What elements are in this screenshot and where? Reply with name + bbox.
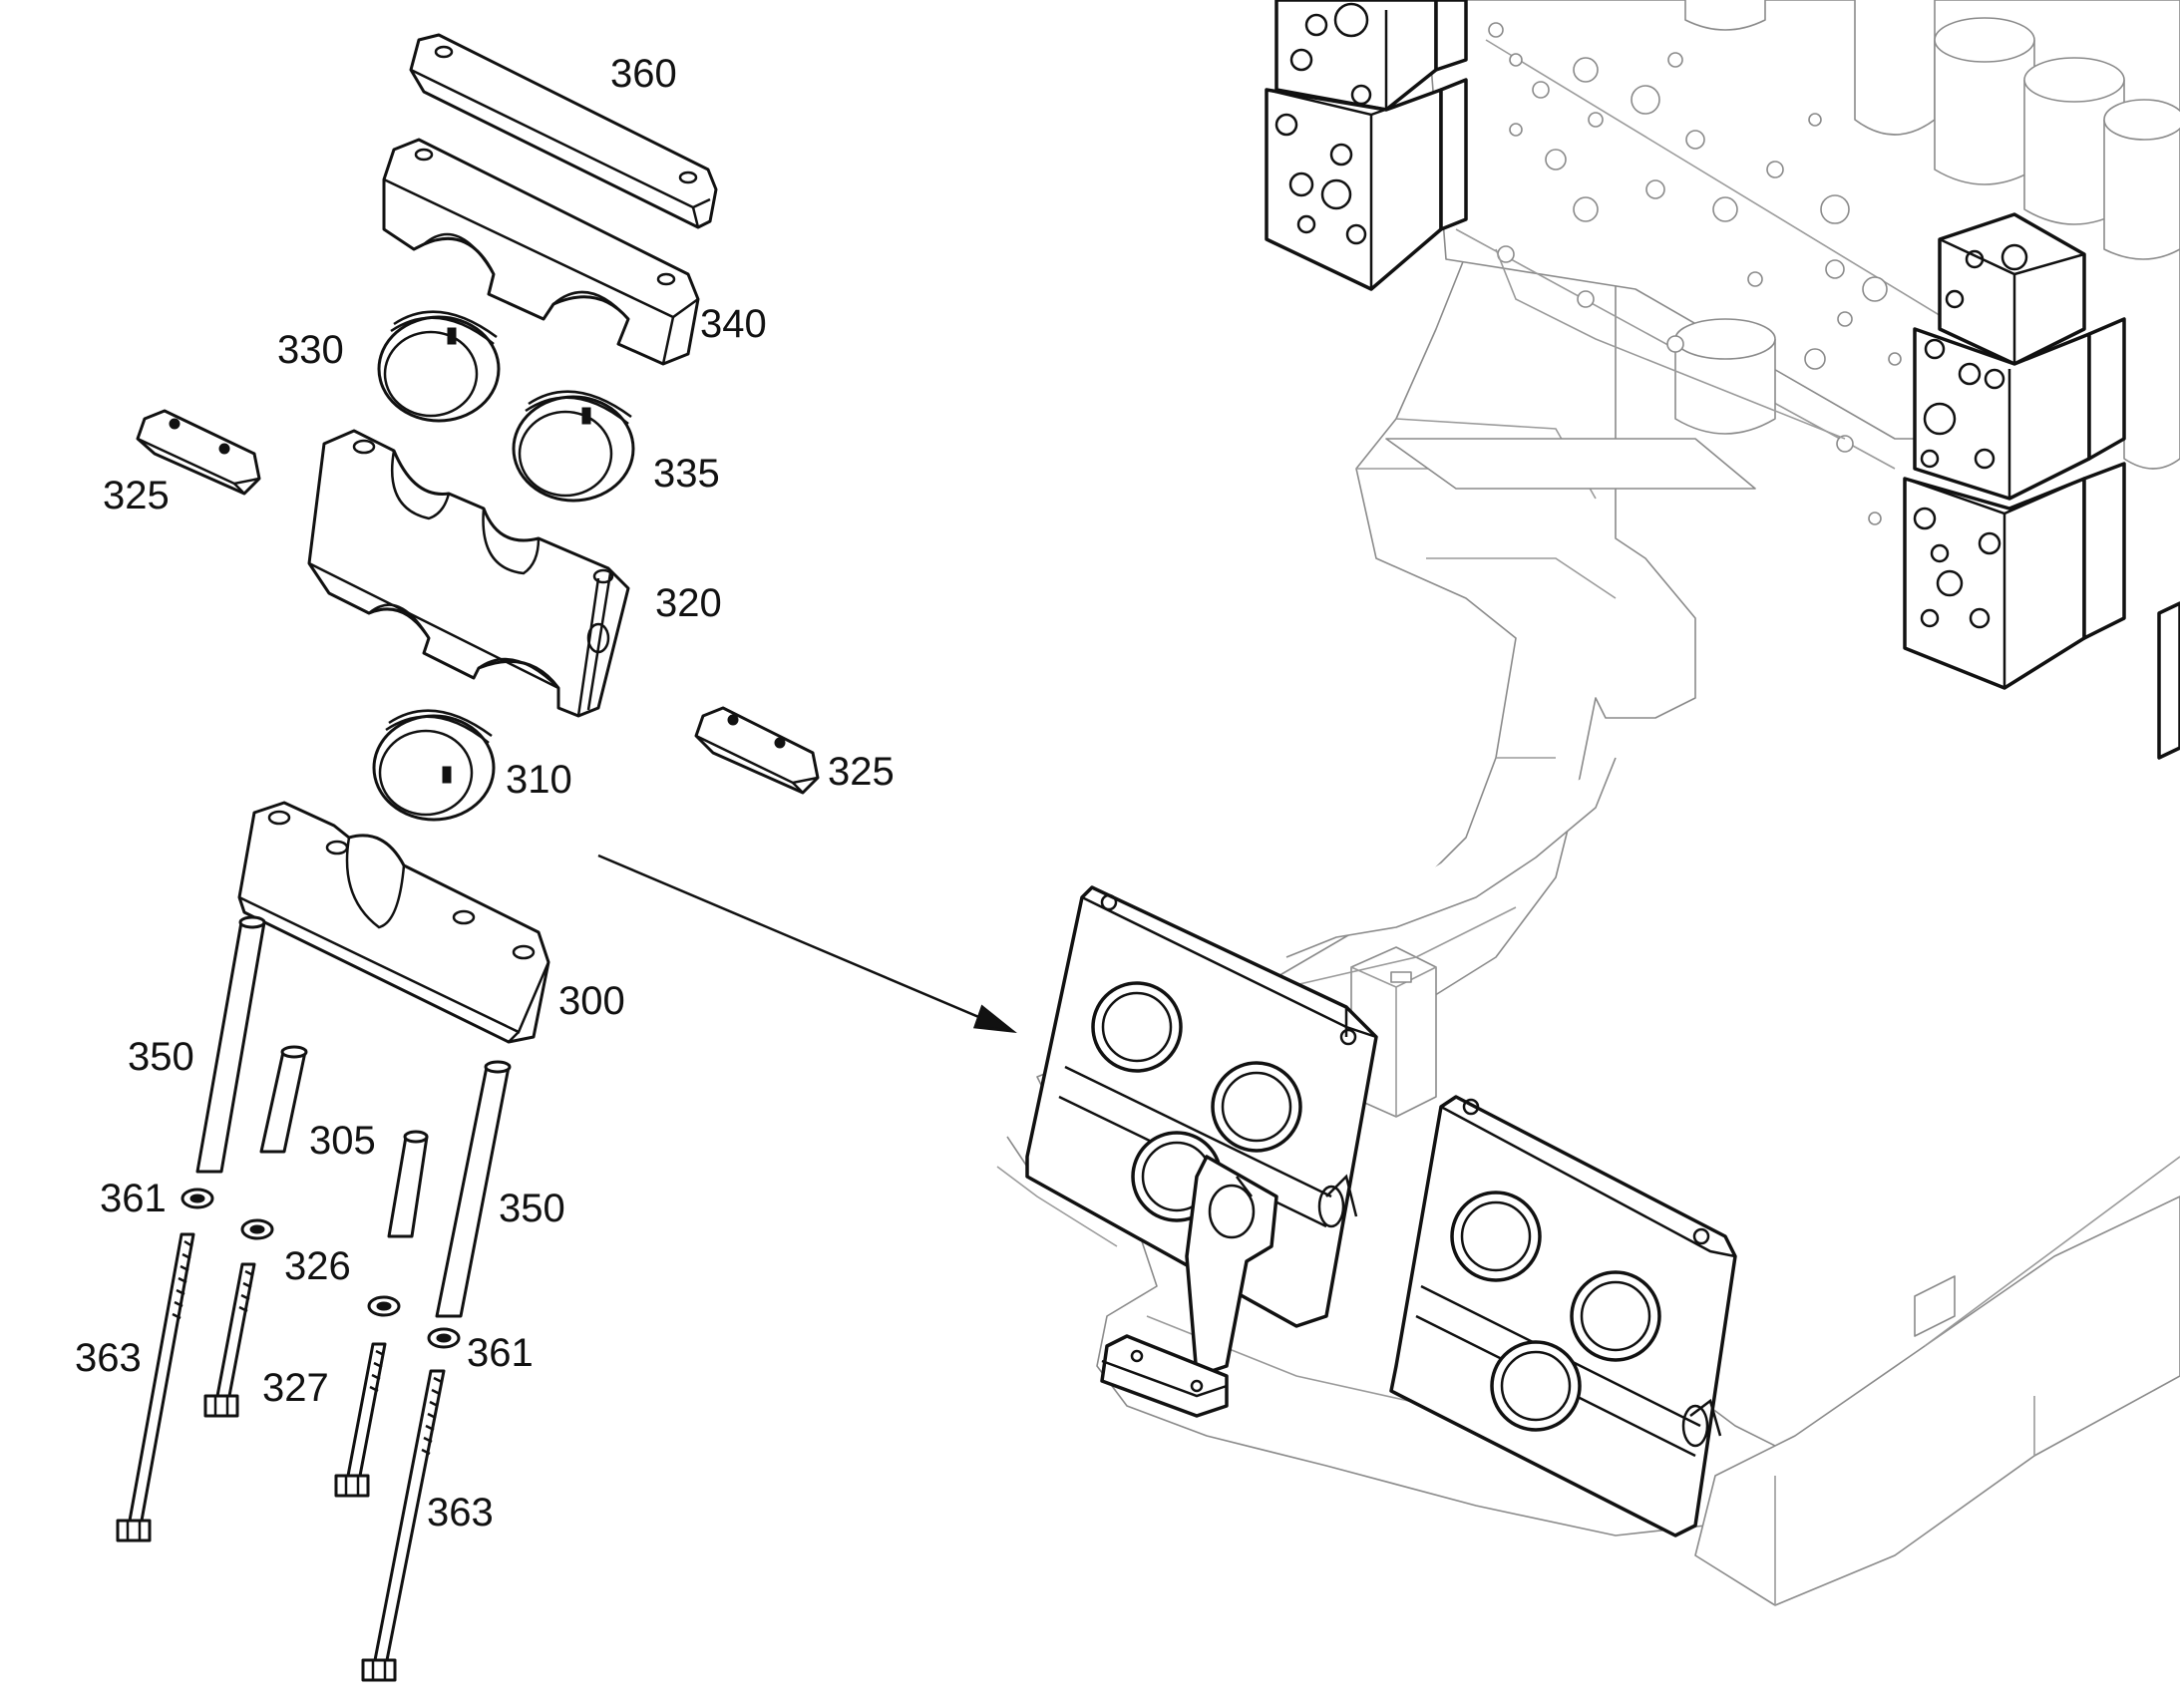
part-327-bolt-left [203, 1262, 256, 1418]
callout-330: 330 [277, 328, 344, 372]
part-305-spacer-right [387, 1130, 429, 1238]
part-363-bolt-left [116, 1232, 195, 1542]
part-350-tube-right [435, 1060, 512, 1318]
part-326-washer-right [367, 1295, 401, 1317]
assembly-arrow [597, 854, 1017, 1034]
part-305-spacer-left [259, 1045, 308, 1154]
callout-335: 335 [653, 452, 720, 496]
callout-300: 300 [558, 979, 625, 1023]
part-325-pin-right [694, 706, 820, 795]
part-350-tube-left [195, 915, 266, 1174]
part-330-sleeve [377, 310, 501, 423]
manifold-holes [1488, 22, 1902, 370]
part-360-cover-plate [409, 33, 718, 229]
part-326-washer-left [240, 1218, 274, 1240]
callout-350-right: 350 [499, 1187, 565, 1230]
callout-labels: 360 340 330 335 325 320 325 310 300 350 … [75, 52, 895, 1535]
part-327-bolt-right [334, 1342, 387, 1498]
callout-325-right: 325 [828, 750, 895, 794]
callout-305: 305 [309, 1119, 376, 1163]
part-363-bolt-right [361, 1369, 446, 1682]
callout-320: 320 [655, 581, 722, 625]
fittings [1495, 245, 1882, 525]
callout-310: 310 [506, 758, 572, 802]
valve-block-top-left [1265, 0, 1468, 291]
callout-326: 326 [284, 1244, 351, 1288]
installed-clamp-left [1025, 885, 1378, 1418]
installed-clamp-right [1389, 1095, 1737, 1537]
callout-360: 360 [610, 52, 677, 96]
part-310-sleeve [372, 709, 496, 822]
part-361-washer-left [181, 1188, 214, 1209]
part-361-washer-right [427, 1327, 461, 1349]
callout-340: 340 [700, 302, 767, 346]
callout-350-left: 350 [128, 1035, 194, 1079]
part-300-lower-clamp-half [237, 801, 550, 1044]
callout-363-right: 363 [427, 1491, 494, 1535]
callout-327: 327 [262, 1366, 329, 1410]
callout-363-left: 363 [75, 1336, 142, 1380]
part-340-upper-clamp-half [382, 138, 700, 366]
callout-361-right: 361 [467, 1331, 534, 1375]
solenoid-cylinders [1674, 0, 2180, 470]
part-320-middle-clamp-block [307, 429, 630, 718]
part-335-sleeve [512, 390, 635, 503]
callout-325-left: 325 [103, 474, 170, 517]
callout-361-left: 361 [100, 1177, 167, 1220]
valve-block-top-right [1903, 212, 2180, 760]
part-325-pin-left [136, 409, 261, 496]
